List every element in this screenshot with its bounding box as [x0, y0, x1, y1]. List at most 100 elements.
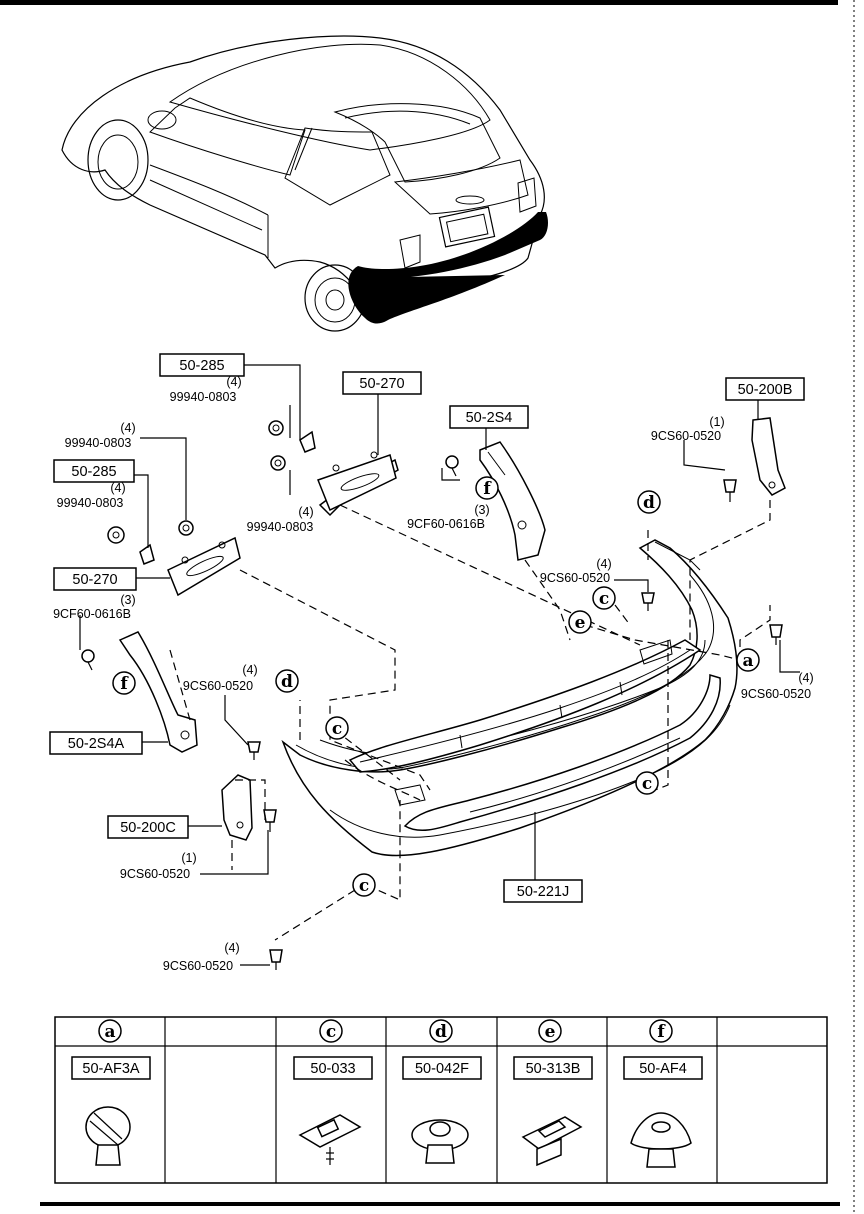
- part-number: 9CS60-0520: [741, 687, 811, 701]
- qty-label: (4): [798, 671, 813, 685]
- clip-50-AF4-icon: [630, 1112, 692, 1168]
- clip-50-313B-icon: [521, 1116, 583, 1167]
- bracket-50-2S4A: [118, 631, 198, 753]
- part-number: 99940-0803: [65, 436, 132, 450]
- svg-text:50-200B: 50-200B: [738, 382, 793, 398]
- bracket-50-200C: [221, 774, 253, 841]
- legend-col-f: f 50-AF4: [623, 1019, 703, 1168]
- leader-lines: [79, 364, 800, 966]
- legend-col-a: a 50-AF3A: [71, 1019, 151, 1166]
- qty-label: (4): [226, 375, 241, 389]
- marker-e-right: e: [568, 610, 592, 634]
- part-number-labels: (4) 99940-0803 (4) 99940-0803 (4) 99940-…: [53, 375, 814, 973]
- part-number: 9CS60-0520: [163, 959, 233, 973]
- callout-50-200B: 50-200B: [725, 377, 805, 401]
- clip-50-AF3A-icon: [85, 1106, 131, 1166]
- part-number: 9CS60-0520: [120, 867, 190, 881]
- callout-50-2S4: 50-2S4: [449, 405, 529, 429]
- qty-label: (4): [120, 421, 135, 435]
- marker-c-left: c: [325, 716, 349, 740]
- marker-f-right: f: [475, 476, 499, 500]
- callout-50-270-top: 50-270: [342, 371, 422, 395]
- callout-50-285-left: 50-285: [53, 459, 135, 483]
- svg-text:c: c: [599, 589, 609, 609]
- marker-c-right: c: [592, 586, 616, 610]
- part-number: 9CF60-0616B: [407, 517, 485, 531]
- top-border: [0, 0, 838, 5]
- marker-c-bottom: c: [352, 873, 376, 897]
- qty-label: (1): [709, 415, 724, 429]
- callout-50-200C: 50-200C: [107, 815, 189, 839]
- clip-50-033-icon: [298, 1114, 362, 1165]
- svg-text:a: a: [742, 651, 753, 671]
- bracket-50-2S4: [479, 441, 546, 561]
- callout-50-2S4A: 50-2S4A: [49, 731, 143, 755]
- svg-text:c: c: [642, 774, 652, 794]
- highlighted-rear-bumper: [348, 212, 548, 324]
- qty-label: (4): [110, 481, 125, 495]
- svg-text:e: e: [575, 613, 586, 633]
- svg-text:50-270: 50-270: [72, 572, 117, 588]
- marker-d-right: d: [637, 490, 661, 514]
- svg-text:c: c: [359, 876, 369, 896]
- marker-f-left: f: [112, 671, 136, 695]
- svg-text:50-285: 50-285: [71, 464, 116, 480]
- part-number: 99940-0803: [170, 390, 237, 404]
- qty-label: (3): [474, 503, 489, 517]
- qty-label: (4): [224, 941, 239, 955]
- part-number: 9CF60-0616B: [53, 607, 131, 621]
- svg-text:50-270: 50-270: [359, 376, 404, 392]
- legend-part: 50-313B: [526, 1061, 581, 1077]
- legend-letter: c: [326, 1022, 336, 1042]
- callout-50-221J: 50-221J: [503, 879, 583, 903]
- bracket-50-285-left: [107, 520, 194, 565]
- svg-text:50-2S4: 50-2S4: [466, 410, 513, 426]
- part-number: 9CS60-0520: [183, 679, 253, 693]
- rear-bumper-fascia: [281, 539, 738, 857]
- legend-part: 50-033: [310, 1061, 355, 1077]
- legend-col-c: c 50-033: [293, 1019, 373, 1165]
- bracket-50-285-top: [268, 420, 316, 471]
- part-number: 99940-0803: [247, 520, 314, 534]
- legend-table: a 50-AF3A c 50-033: [54, 1016, 828, 1184]
- bottom-border: [40, 1202, 840, 1206]
- svg-text:50-221J: 50-221J: [517, 884, 569, 900]
- svg-text:f: f: [483, 479, 492, 499]
- qty-label: (1): [181, 851, 196, 865]
- part-number: 99940-0803: [57, 496, 124, 510]
- car-illustration: [61, 35, 548, 332]
- callout-boxes: 50-285 50-270 50-2S4 50-200B 50-285 50-2…: [49, 353, 805, 903]
- qty-label: (3): [120, 593, 135, 607]
- marker-a-right: a: [736, 648, 760, 672]
- svg-text:50-285: 50-285: [179, 358, 224, 374]
- marker-c-far-right: c: [635, 771, 659, 795]
- letter-markers: d f c e a f d c c c: [112, 476, 760, 897]
- legend-col-e: e 50-313B: [513, 1019, 593, 1167]
- qty-label: (4): [596, 557, 611, 571]
- callout-50-285-top: 50-285: [159, 353, 245, 377]
- legend-letter: f: [657, 1022, 666, 1042]
- legend-letter: a: [104, 1022, 115, 1042]
- legend-part: 50-AF4: [639, 1061, 687, 1077]
- legend-part: 50-AF3A: [82, 1061, 140, 1077]
- callout-50-270-left: 50-270: [53, 567, 137, 591]
- svg-text:f: f: [120, 674, 129, 694]
- legend-letter: e: [545, 1022, 556, 1042]
- fasteners: [81, 455, 783, 970]
- svg-text:50-200C: 50-200C: [120, 820, 176, 836]
- legend-col-d: d 50-042F: [402, 1019, 482, 1164]
- legend-part: 50-042F: [415, 1061, 469, 1077]
- clip-50-042F-icon: [411, 1119, 469, 1164]
- qty-label: (4): [242, 663, 257, 677]
- part-number: 9CS60-0520: [540, 571, 610, 585]
- marker-d-left: d: [275, 669, 299, 693]
- svg-text:d: d: [281, 672, 293, 692]
- bracket-50-200B: [751, 417, 786, 496]
- part-number: 9CS60-0520: [651, 429, 721, 443]
- svg-text:d: d: [643, 493, 655, 513]
- qty-label: (4): [298, 505, 313, 519]
- svg-text:c: c: [332, 719, 342, 739]
- bracket-50-270-top: [317, 451, 399, 517]
- legend-letter: d: [435, 1022, 447, 1042]
